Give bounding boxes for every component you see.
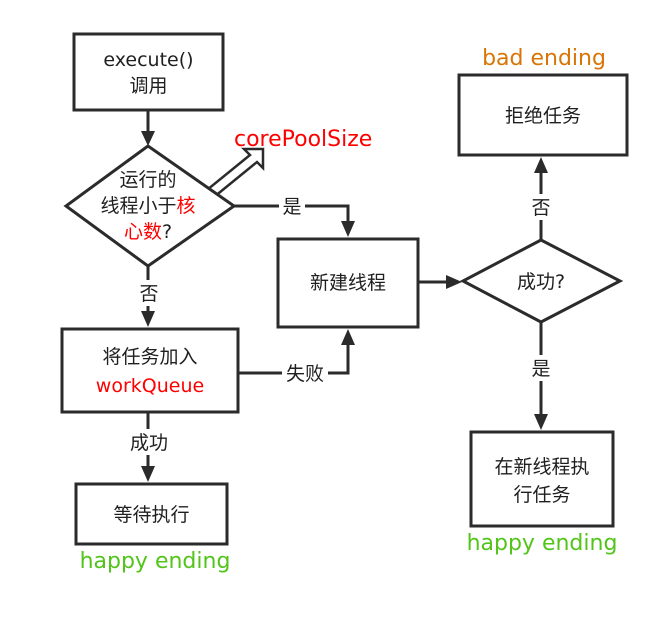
run-in-new-thread-line2: 行任务 (513, 484, 570, 506)
edge-label-success: 成功 (130, 432, 168, 454)
new-thread-label: 新建线程 (310, 272, 386, 294)
run-in-new-thread-line1: 在新线程执 (494, 456, 589, 478)
core-pool-size-annotation: corePoolSize (234, 127, 372, 152)
core-size-decision-line3-red: 心数 (124, 221, 162, 243)
edge-label-yes-success: 是 (531, 358, 550, 380)
arrowhead (341, 221, 355, 237)
execute-call-label-line2: 调用 (129, 75, 167, 97)
wait-label: 等待执行 (113, 504, 189, 526)
core-size-decision-line2: 线程小于核 (100, 195, 195, 217)
core-size-decision-line2-black: 线程小于 (100, 195, 176, 217)
edge-label-no-success: 否 (531, 197, 550, 219)
execute-call-label-line1: execute() (103, 49, 193, 71)
edge-label-yes-core: 是 (282, 196, 301, 218)
core-size-decision-line1: 运行的 (119, 169, 176, 191)
arrowhead (141, 311, 155, 327)
new-thread-box (276, 237, 420, 329)
edge-label-bg (126, 429, 172, 455)
reject-box (457, 73, 629, 157)
core-size-decision-line3-black: ? (162, 221, 172, 243)
edge-label-bg (136, 280, 162, 306)
reject-label: 拒绝任务 (505, 105, 581, 127)
execute-call-box (72, 32, 225, 112)
run-in-new-thread-box (469, 430, 615, 528)
core-size-decision-diamond (63, 144, 237, 268)
arrowhead (534, 157, 548, 173)
edge-enqueue-to-new-thread (238, 344, 350, 375)
enqueue-label-line2: workQueue (96, 375, 204, 397)
happy-ending-right-annotation: happy ending (467, 531, 618, 556)
arrowhead (534, 414, 548, 430)
edge-label-bg (282, 360, 328, 386)
arrowhead (341, 329, 355, 345)
enqueue-box (60, 327, 240, 414)
edge-decision-to-new-thread (234, 204, 350, 222)
edge-label-no-core: 否 (139, 283, 158, 305)
arrowhead (446, 275, 462, 289)
edge-label-bg (528, 194, 554, 220)
arrowhead (141, 466, 155, 482)
success-decision-label: 成功? (517, 271, 565, 293)
edge-label-bg (528, 355, 554, 381)
success-decision-diamond (459, 238, 624, 324)
edge-label-fail: 失败 (286, 363, 324, 385)
core-size-decision-line2-red: 核 (177, 195, 196, 217)
core-size-decision-line3: 心数? (124, 221, 172, 243)
edge-label-bg (279, 193, 305, 219)
arrowhead (141, 131, 155, 146)
wait-box (74, 482, 229, 546)
bad-ending-annotation: bad ending (482, 46, 606, 71)
happy-ending-left-annotation: happy ending (80, 549, 231, 574)
enqueue-label-line1: 将任务加入 (102, 346, 197, 368)
